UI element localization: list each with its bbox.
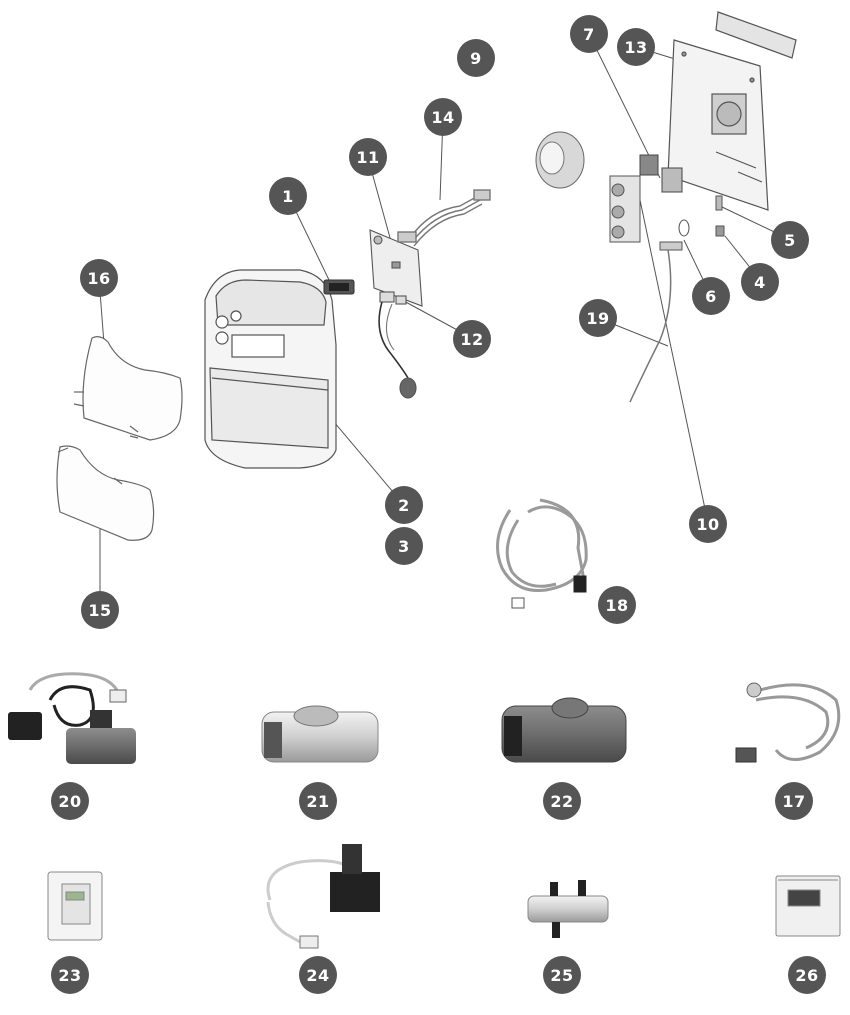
cover-part-16 xyxy=(73,336,183,441)
callout-26: 26 xyxy=(788,956,826,994)
cover-part-15 xyxy=(56,445,155,541)
callout-17: 17 xyxy=(775,782,813,820)
fastener-part-4 xyxy=(715,225,725,237)
coiled-cable-part-18 xyxy=(496,498,588,609)
callout-21: 21 xyxy=(299,782,337,820)
flow-cell-part-25 xyxy=(527,880,609,938)
wire-part-19 xyxy=(629,249,672,403)
enclosure-part-23 xyxy=(47,871,103,941)
controller-part-26 xyxy=(775,875,841,937)
callout-14: 14 xyxy=(424,98,462,136)
assembly-part-10 xyxy=(609,175,641,243)
callout-2: 2 xyxy=(385,486,423,524)
back-plate-part-13 xyxy=(667,11,797,211)
callout-4: 4 xyxy=(741,263,779,301)
callout-10: 10 xyxy=(689,505,727,543)
clip-part-6 xyxy=(659,219,690,251)
callout-24: 24 xyxy=(299,956,337,994)
wire-harness-part-14 xyxy=(397,189,491,247)
callout-5: 5 xyxy=(771,221,809,259)
gray-cell-part-22 xyxy=(501,697,627,763)
callout-15: 15 xyxy=(81,591,119,629)
flow-switch-part-20 xyxy=(8,672,136,764)
toroid-part-9 xyxy=(535,131,585,189)
sensor-cable-part-12 xyxy=(378,291,417,399)
callout-13: 13 xyxy=(617,28,655,66)
main-housing-part-2-3 xyxy=(204,269,337,469)
callout-20: 20 xyxy=(51,782,89,820)
callout-19: 19 xyxy=(579,299,617,337)
callout-6: 6 xyxy=(692,277,730,315)
callout-22: 22 xyxy=(543,782,581,820)
callout-16: 16 xyxy=(80,259,118,297)
callout-9: 9 xyxy=(457,39,495,77)
power-cable-part-17 xyxy=(735,682,841,763)
relay-part-7 xyxy=(639,154,683,193)
callout-25: 25 xyxy=(543,956,581,994)
display-module-part-1 xyxy=(323,279,355,295)
clear-cell-part-21 xyxy=(261,705,379,763)
callout-1: 1 xyxy=(269,177,307,215)
callout-11: 11 xyxy=(349,138,387,176)
callout-23: 23 xyxy=(51,956,89,994)
fastener-part-5 xyxy=(715,195,723,211)
sensor-part-24 xyxy=(266,844,380,949)
callout-7: 7 xyxy=(570,15,608,53)
circuit-board-part-11 xyxy=(369,229,423,307)
callout-12: 12 xyxy=(453,320,491,358)
callout-18: 18 xyxy=(598,586,636,624)
callout-3: 3 xyxy=(385,527,423,565)
